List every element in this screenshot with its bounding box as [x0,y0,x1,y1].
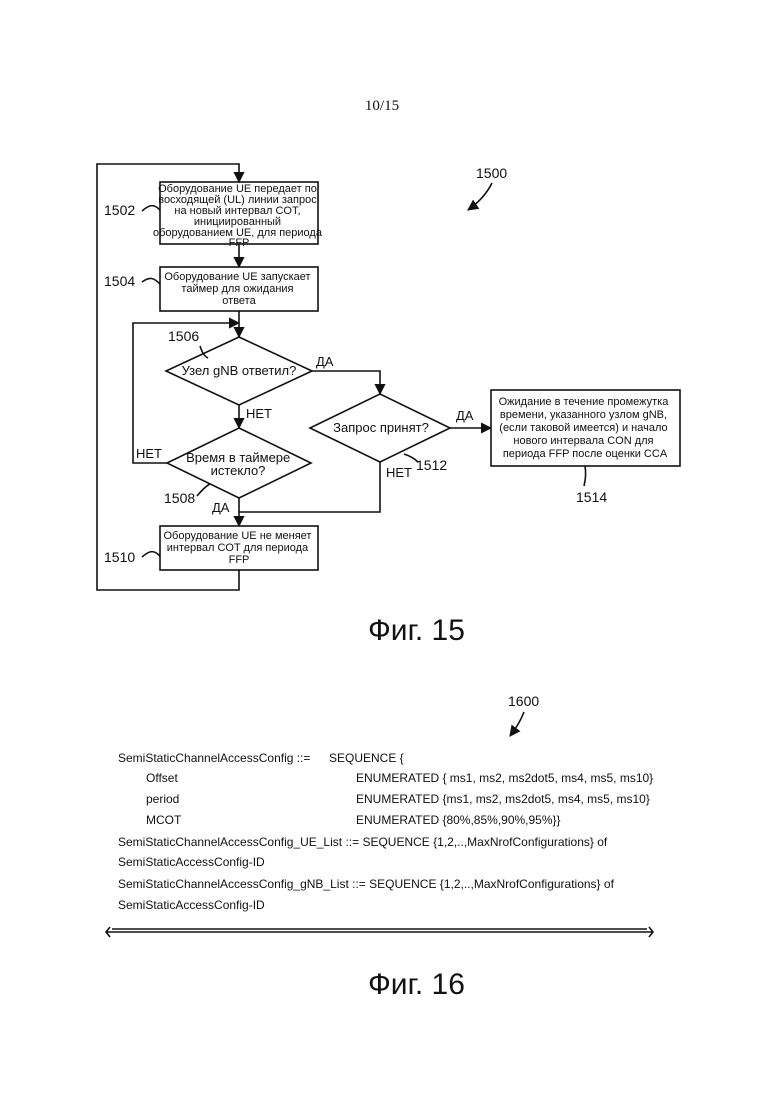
code-line-4a: MCOT [146,813,182,827]
decision-1506-text: Узел gNB ответил? [182,363,297,378]
ref-1506: 1506 [168,328,199,344]
ref-1510-leader [142,552,160,557]
code-line-7: SemiStaticChannelAccessConfig_gNB_List :… [118,877,615,891]
ref-1514: 1514 [576,489,607,505]
ref-1600-leader [510,712,524,736]
decision-1512-text: Запрос принят? [333,420,429,435]
figure-15-flowchart: 1500 Оборудование UE передает по восходя… [97,164,680,647]
ref-1504-leader [142,278,160,284]
figure-15-caption: Фиг. 15 [368,614,465,647]
code-line-3a: period [146,792,179,806]
code-line-2a: Offset [146,771,178,785]
ref-1502-leader [142,206,160,211]
code-line-3b: ENUMERATED {ms1, ms2, ms2dot5, ms4, ms5,… [356,792,650,806]
figure-16-caption: Фиг. 16 [368,968,465,1001]
ref-1514-leader [584,466,586,486]
code-line-1a: SemiStaticChannelAccessConfig ::= [118,751,310,765]
ref-1502: 1502 [104,202,135,218]
ref-1504: 1504 [104,273,135,289]
label-1512-no: НЕТ [386,465,412,480]
label-1512-yes: ДА [456,408,474,423]
ref-1510: 1510 [104,549,135,565]
arrow-1506-yes-to-1512 [312,371,380,394]
ref-1512: 1512 [416,457,447,473]
ref-1508-leader [197,484,210,496]
ref-1600: 1600 [508,693,539,709]
label-1508-yes: ДА [212,500,230,515]
code-line-4b: ENUMERATED {80%,85%,90%,95%}} [356,813,561,827]
ref-1508: 1508 [164,490,195,506]
code-line-1b: SEQUENCE { [329,751,404,765]
code-line-5: SemiStaticChannelAccessConfig_UE_List ::… [118,835,608,849]
ref-1500-leader [468,183,492,210]
code-line-2b: ENUMERATED { ms1, ms2, ms2dot5, ms4, ms5… [356,771,653,785]
ref-1500: 1500 [476,165,507,181]
code-line-8: SemiStaticAccessConfig-ID [118,898,265,912]
step-1514-text: Ожидание в течение промежутка времени, у… [499,396,672,460]
label-1508-no: НЕТ [136,446,162,461]
page-number: 10/15 [365,98,399,114]
figure-16-code-listing: 1600 SemiStaticChannelAccessConfig ::= S… [106,693,653,1001]
code-line-6: SemiStaticAccessConfig-ID [118,855,265,869]
label-1506-yes: ДА [316,354,334,369]
label-1506-no: НЕТ [246,406,272,421]
